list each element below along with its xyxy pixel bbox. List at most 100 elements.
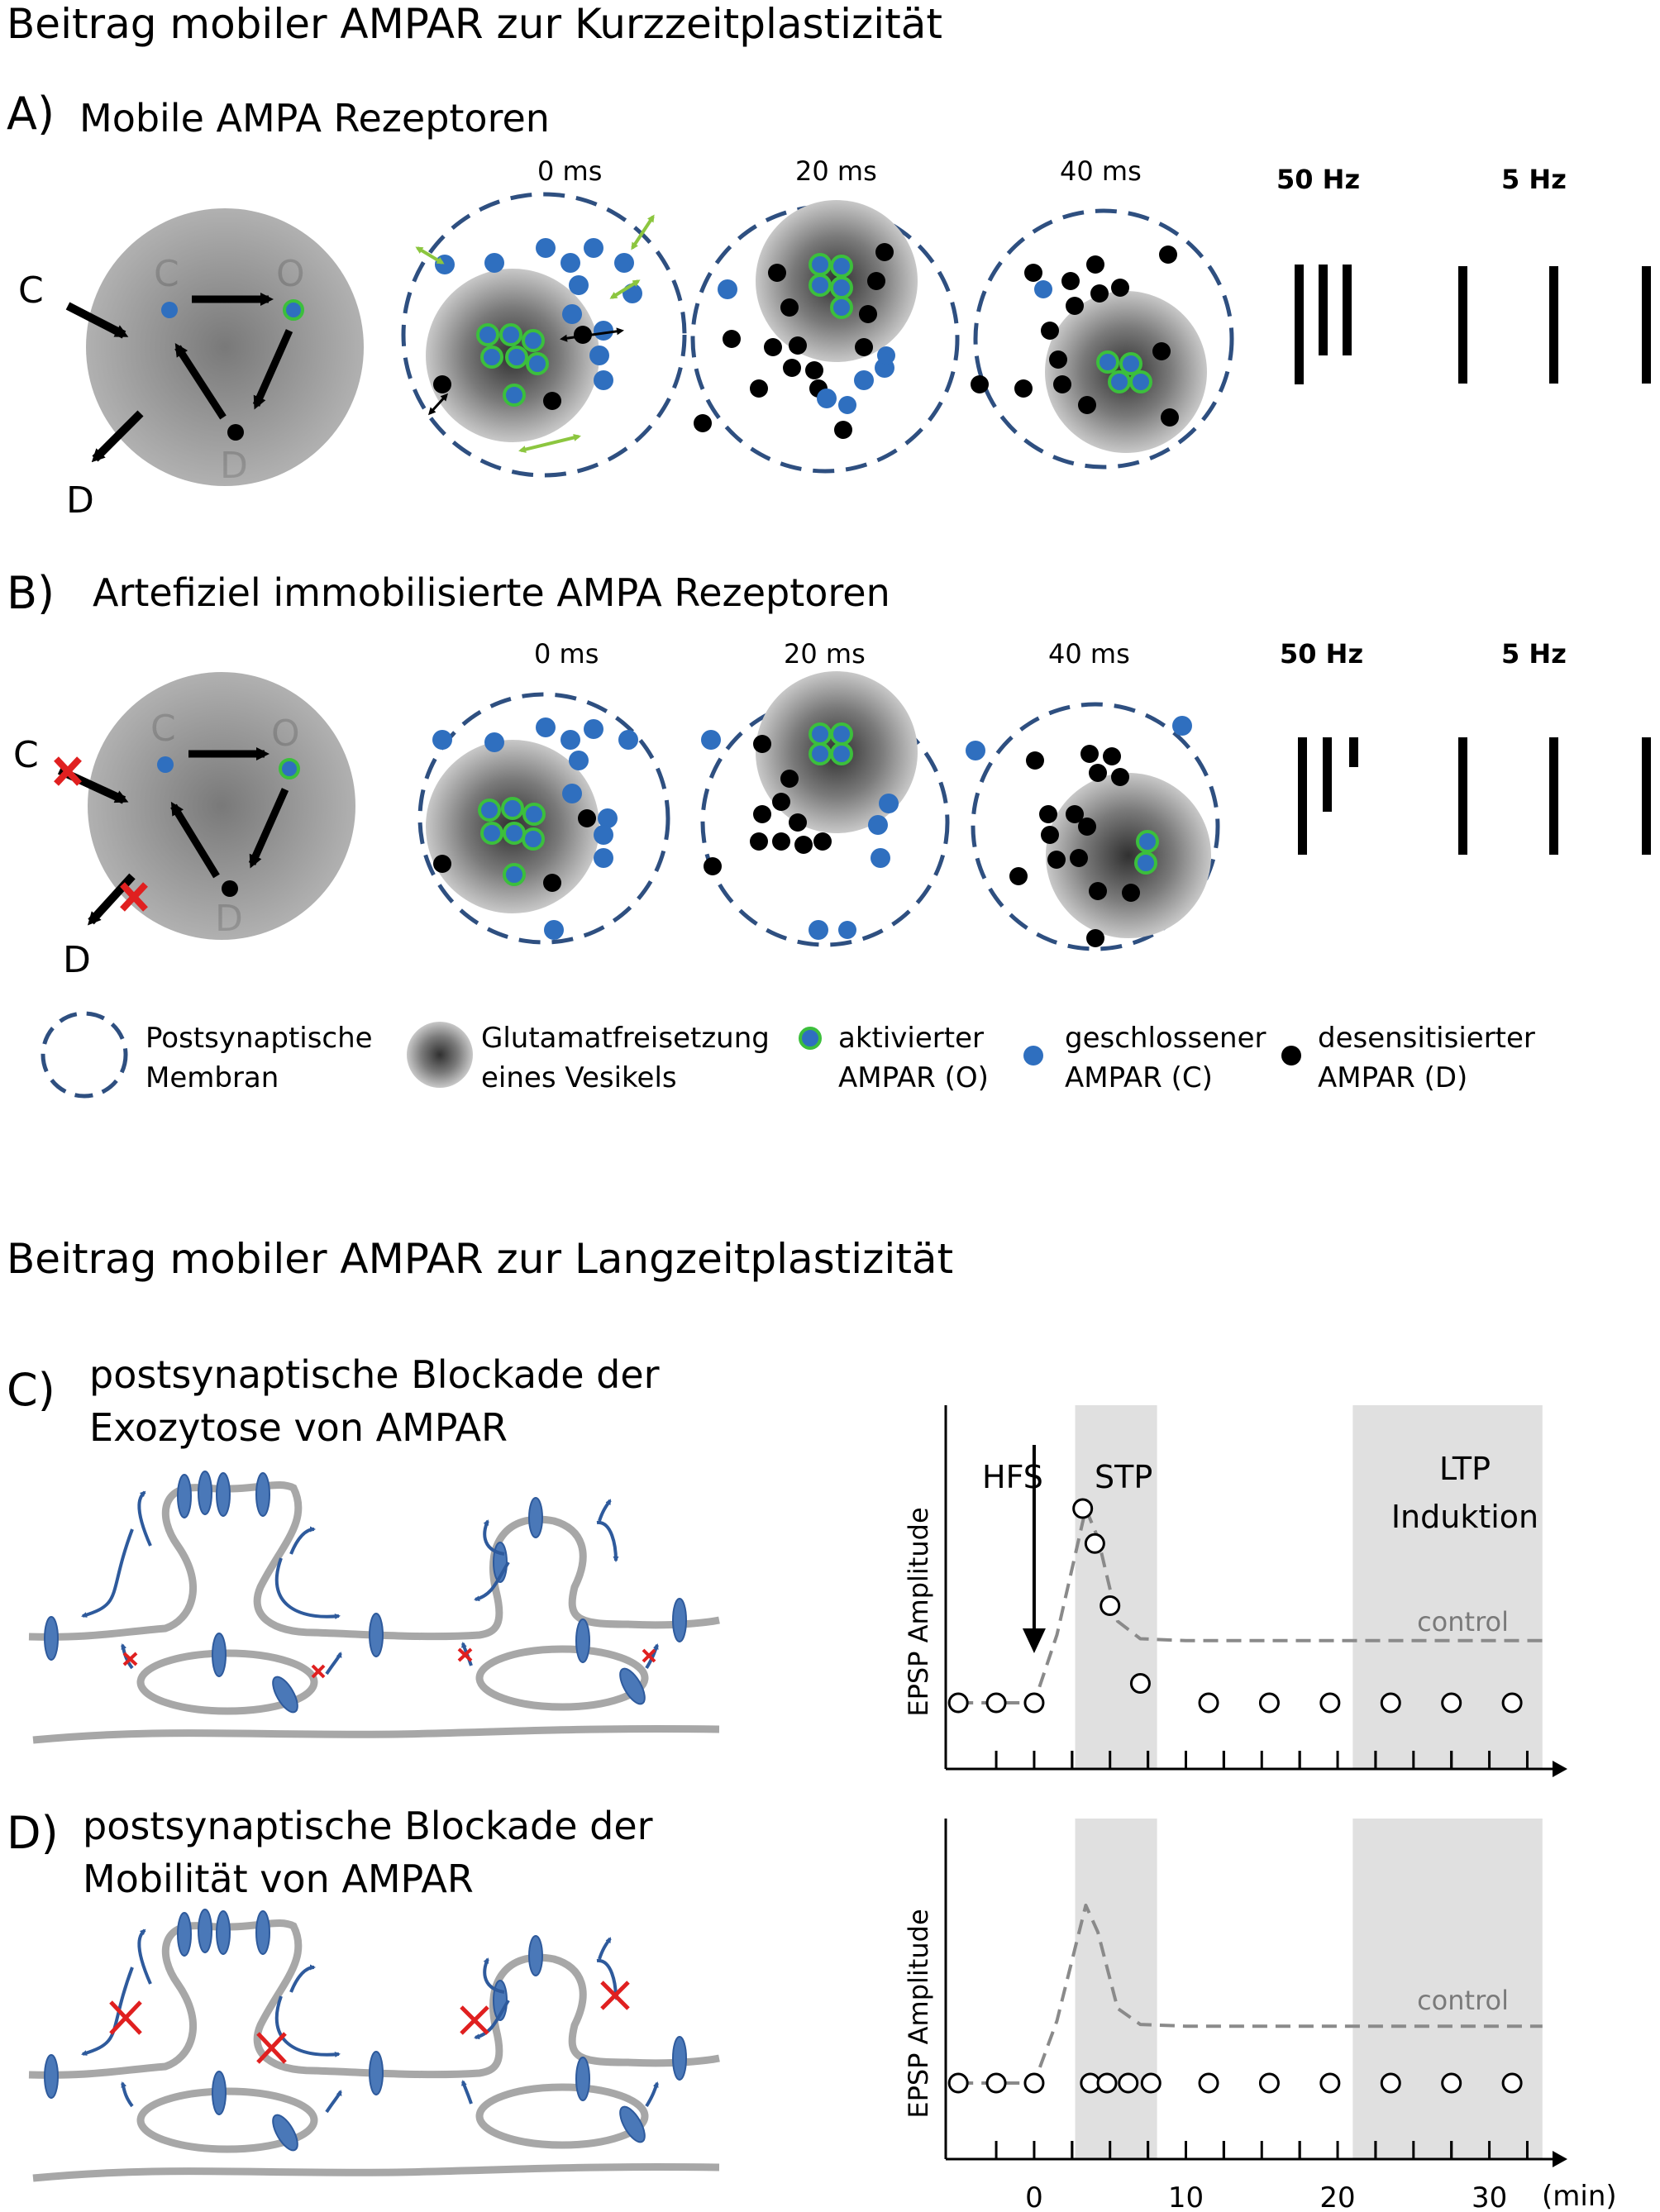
- kinetic-scheme-b: [54, 672, 355, 940]
- synapse-a-40ms: [971, 208, 1234, 470]
- control-curve: [958, 1507, 1543, 1704]
- time-label-a-0: 0 ms: [537, 155, 603, 187]
- time-label-a-20: 20 ms: [795, 155, 877, 187]
- data-point: [1100, 1595, 1121, 1616]
- y-axis-label: EPSP Amplitude: [903, 1909, 934, 2118]
- panel-b-title: Artefiziel immobilisierte AMPA Rezeptore…: [93, 570, 890, 615]
- shaded-region-0: [1075, 1819, 1157, 2159]
- stimulus-train-b: [1298, 737, 1651, 855]
- data-point: [1441, 1692, 1462, 1714]
- time-label-b-0: 0 ms: [534, 638, 599, 670]
- data-point: [947, 2072, 969, 2094]
- desensitized-receptor: [227, 424, 244, 441]
- synapse-b-0ms: [417, 692, 670, 945]
- x-unit-label: (min): [1542, 2180, 1617, 2212]
- legend-closed-label: geschlossener AMPAR (C): [1065, 1022, 1266, 1094]
- panel-c-letter: C): [7, 1364, 55, 1416]
- y-axis-label: EPSP Amplitude: [903, 1507, 934, 1716]
- x-axis-arrow-icon: [1553, 1761, 1567, 1777]
- data-point: [1140, 2072, 1162, 2094]
- synapse-a-20ms: [690, 200, 960, 474]
- short-term-title: Beitrag mobiler AMPAR zur Kurzzeitplasti…: [7, 0, 943, 48]
- time-label-b-40: 40 ms: [1048, 638, 1130, 670]
- control-curve: [958, 1904, 1543, 2085]
- data-point: [1118, 2072, 1139, 2094]
- data-point: [1319, 1692, 1341, 1714]
- data-point: [947, 1692, 969, 1714]
- legend-glutamate-label: Glutamatfreisetzung eines Vesikels: [481, 1022, 770, 1094]
- shaded-region-1: [1352, 1819, 1543, 2159]
- ltp-label-line2: Induktion: [1391, 1499, 1538, 1535]
- data-point: [1441, 2072, 1462, 2094]
- freq-label-b-5hz: 5 Hz: [1501, 638, 1567, 670]
- time-label-a-40: 40 ms: [1060, 155, 1142, 187]
- synapse-drawing-c: [28, 1471, 720, 1744]
- data-point: [1198, 2072, 1219, 2094]
- freq-label-b-50hz: 50 Hz: [1280, 638, 1364, 670]
- hfs-arrow-icon: [1022, 1628, 1046, 1653]
- time-label-b-20: 20 ms: [784, 638, 866, 670]
- freq-label-a-5hz: 5 Hz: [1501, 164, 1567, 195]
- state-label-c-outer-b: C: [13, 734, 39, 776]
- data-point: [985, 1692, 1007, 1714]
- legend-membrane-label: Postsynaptische Membran: [145, 1022, 373, 1094]
- data-point: [1501, 2072, 1523, 2094]
- legend-glutamate-icon: [407, 1022, 473, 1088]
- x-axis-arrow-icon: [1553, 2151, 1567, 2167]
- data-point: [1198, 1692, 1219, 1714]
- panel-d-title-line2: Mobilität von AMPAR: [83, 1857, 474, 1901]
- panel-d-letter: D): [7, 1807, 59, 1859]
- x-tick-label: 20: [1319, 2181, 1355, 2212]
- control-label: control: [1417, 1985, 1509, 2016]
- panel-c-title-line2: Exozytose von AMPAR: [89, 1405, 508, 1450]
- data-point: [1072, 1498, 1094, 1519]
- panel-d-title-line1: postsynaptische Blockade der: [83, 1804, 653, 1848]
- data-point: [1084, 1533, 1105, 1554]
- legend-activated-icon: [799, 1027, 822, 1050]
- open-receptor: [283, 299, 304, 321]
- x-tick-label: 10: [1168, 2181, 1204, 2212]
- data-point: [1380, 2072, 1401, 2094]
- state-label-d-outer-a: D: [66, 479, 94, 522]
- shaded-region-0: [1075, 1405, 1157, 1769]
- block-cross-icon: [54, 756, 148, 912]
- control-label: control: [1417, 1606, 1509, 1638]
- stp-label: STP: [1095, 1459, 1152, 1495]
- legend-membrane-icon: [41, 1011, 128, 1099]
- data-point: [1319, 2072, 1341, 2094]
- epsp-chart-d: EPSP Amplitude control 0 10 20 30 (min): [903, 1819, 1617, 2212]
- freq-label-a-50hz: 50 Hz: [1276, 164, 1361, 195]
- data-point: [1258, 1692, 1280, 1714]
- data-point: [1096, 2072, 1118, 2094]
- data-point: [1023, 1692, 1045, 1714]
- data-point: [985, 2072, 1007, 2094]
- kinetic-scheme-a: [65, 208, 364, 486]
- stimulus-train-a: [1295, 265, 1651, 384]
- legend-desensitized-icon: [1281, 1046, 1301, 1065]
- closed-receptor: [161, 302, 178, 318]
- synapse-b-20ms: [700, 671, 950, 947]
- legend-desensitized-label: desensitisierter AMPAR (D): [1318, 1022, 1535, 1094]
- panel-c-title-line1: postsynaptische Blockade der: [89, 1352, 660, 1397]
- panel-a-letter: A): [7, 88, 55, 140]
- synapse-a-0ms: [401, 192, 687, 478]
- data-point: [1380, 1692, 1401, 1714]
- data-point: [1129, 1673, 1151, 1694]
- data-point: [1023, 2072, 1045, 2094]
- x-tick-label: 0: [1025, 2181, 1043, 2212]
- legend-closed-icon: [1023, 1046, 1043, 1065]
- x-tick-label: 30: [1472, 2181, 1507, 2212]
- panel-a-title: Mobile AMPA Rezeptoren: [79, 96, 550, 141]
- state-label-d-outer-b: D: [63, 939, 91, 981]
- data-point: [1501, 1692, 1523, 1714]
- legend-activated-label: aktivierter AMPAR (O): [838, 1022, 989, 1094]
- long-term-title: Beitrag mobiler AMPAR zur Langzeitplasti…: [7, 1235, 954, 1283]
- data-point: [1258, 2072, 1280, 2094]
- synapse-b-40ms: [966, 702, 1220, 951]
- state-label-c-outer-a: C: [18, 269, 44, 312]
- panel-b-letter: B): [7, 567, 55, 619]
- synapse-drawing-d: [28, 1909, 720, 2182]
- ltp-label-line1: LTP: [1439, 1451, 1491, 1487]
